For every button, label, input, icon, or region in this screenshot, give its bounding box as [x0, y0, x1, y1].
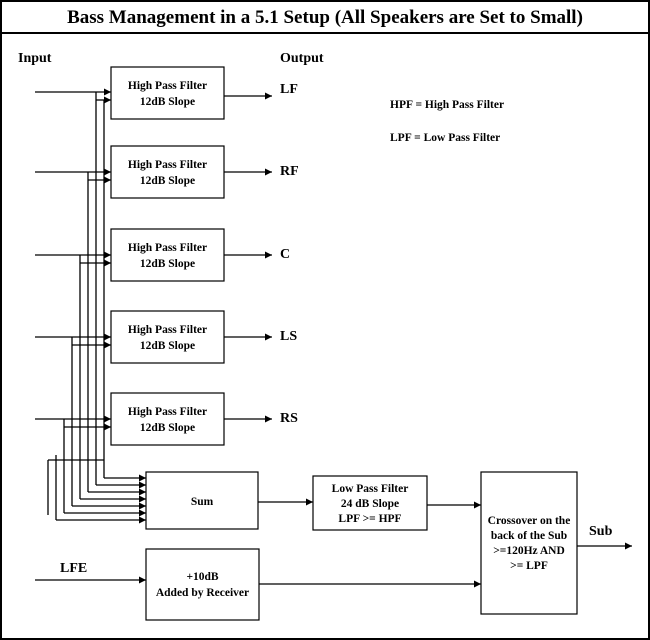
svg-text:High Pass Filter: High Pass Filter	[128, 242, 207, 254]
svg-text:High Pass Filter: High Pass Filter	[128, 80, 207, 92]
svg-text:LPF >= HPF: LPF >= HPF	[338, 513, 401, 525]
output-lf: LF	[280, 82, 298, 97]
gain-box: +10dB Added by Receiver	[145, 548, 260, 621]
output-ls: LS	[280, 329, 297, 344]
output-heading: Output	[280, 51, 324, 66]
svg-text:High Pass Filter: High Pass Filter	[128, 406, 207, 418]
hpf-box-rs: High Pass Filter 12dB Slope	[35, 392, 272, 446]
output-c: C	[280, 247, 290, 262]
input-heading: Input	[18, 51, 52, 66]
legend-hpf: HPF = High Pass Filter	[390, 99, 504, 111]
hpf-box-rf: High Pass Filter 12dB Slope	[35, 145, 272, 199]
svg-text:Crossover on the: Crossover on the	[488, 515, 571, 527]
svg-text:Sum: Sum	[191, 496, 214, 508]
sub-label: Sub	[589, 524, 613, 539]
svg-text:Low Pass Filter: Low Pass Filter	[332, 483, 409, 495]
svg-text:12dB Slope: 12dB Slope	[140, 175, 195, 187]
svg-text:+10dB: +10dB	[186, 571, 218, 583]
svg-text:24 dB Slope: 24 dB Slope	[341, 498, 399, 510]
sum-box: Sum	[145, 471, 259, 530]
crossover-box: Crossover on the back of the Sub >=120Hz…	[480, 471, 578, 615]
hpf-box-lf: High Pass Filter 12dB Slope	[35, 66, 272, 120]
svg-text:>= LPF: >= LPF	[510, 560, 548, 572]
lfe-label: LFE	[60, 561, 87, 576]
svg-text:High Pass Filter: High Pass Filter	[128, 324, 207, 336]
lpf-box: Low Pass Filter 24 dB Slope LPF >= HPF	[312, 475, 428, 531]
svg-text:12dB Slope: 12dB Slope	[140, 258, 195, 270]
diagram-title: Bass Management in a 5.1 Setup (All Spea…	[67, 7, 583, 28]
output-rs: RS	[280, 411, 298, 426]
svg-text:12dB Slope: 12dB Slope	[140, 422, 195, 434]
svg-text:>=120Hz AND: >=120Hz AND	[493, 545, 565, 557]
svg-text:back of the Sub: back of the Sub	[491, 530, 567, 542]
svg-text:High Pass Filter: High Pass Filter	[128, 159, 207, 171]
hpf-box-c: High Pass Filter 12dB Slope	[35, 228, 272, 282]
svg-text:Added by Receiver: Added by Receiver	[156, 587, 249, 599]
output-rf: RF	[280, 164, 299, 179]
bass-redirect-lines	[47, 92, 146, 524]
hpf-box-ls: High Pass Filter 12dB Slope	[35, 310, 272, 364]
svg-text:12dB Slope: 12dB Slope	[140, 340, 195, 352]
legend-lpf: LPF = Low Pass Filter	[390, 132, 500, 144]
svg-text:12dB Slope: 12dB Slope	[140, 96, 195, 108]
